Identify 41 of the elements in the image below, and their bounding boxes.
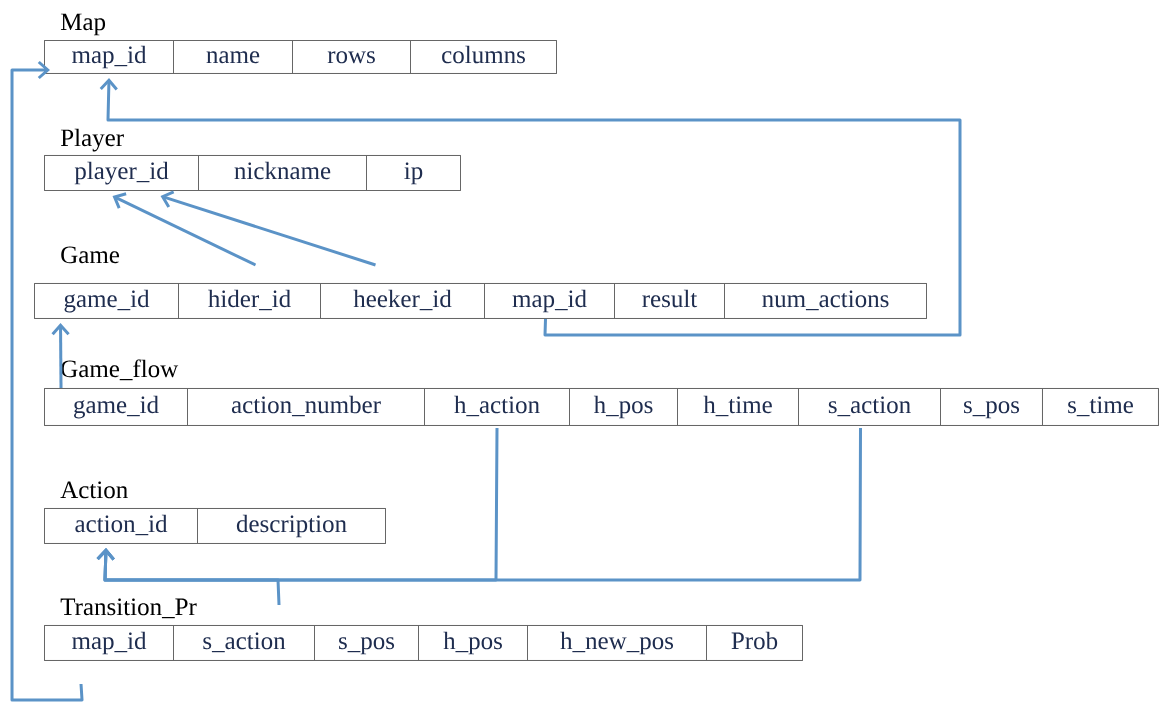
table-cell: game_id [34,283,179,319]
table-cell: action_id [44,508,198,544]
table-cell: nickname [198,155,367,191]
arrow [99,78,962,337]
table-title: Map [60,13,106,36]
table-cell: s_time [1042,388,1159,426]
arrow [10,60,84,702]
table-cell: h_action [424,388,570,426]
arrow [112,192,257,267]
table-cell: s_action [173,625,315,661]
table-cell: Prob [706,625,803,661]
table-cell: h_pos [418,625,528,661]
table-title: Game [61,246,120,264]
table-cell: s_pos [940,388,1043,426]
arrow [51,323,70,388]
table-cell: s_action [798,388,941,426]
table-title: Action [60,481,128,499]
table-cell: h_time [677,388,799,426]
table-cell: game_id [44,388,188,426]
table-cell: map_id [484,283,615,319]
table-cell: h_new_pos [527,625,707,661]
table-cell: heeker_id [320,283,485,319]
table-title: Game_flow [61,359,179,381]
table-title: Transition_Pr [60,598,197,619]
table-cell: num_actions [724,283,927,319]
table-cell: columns [410,40,557,74]
arrow [96,548,281,606]
table-title: Player [60,128,124,152]
table-cell: name [173,40,293,74]
table-cell: h_pos [569,388,678,426]
table-cell: rows [292,40,411,74]
table-cell: map_id [44,40,174,74]
table-cell: hider_id [178,283,321,319]
table-cell: description [197,508,386,544]
table-cell: map_id [44,625,174,661]
table-cell: player_id [44,155,199,191]
arrow [160,190,376,267]
table-cell: s_pos [314,625,419,661]
table-cell: ip [366,155,461,191]
table-cell: result [614,283,725,319]
table-cell: action_number [187,388,425,426]
